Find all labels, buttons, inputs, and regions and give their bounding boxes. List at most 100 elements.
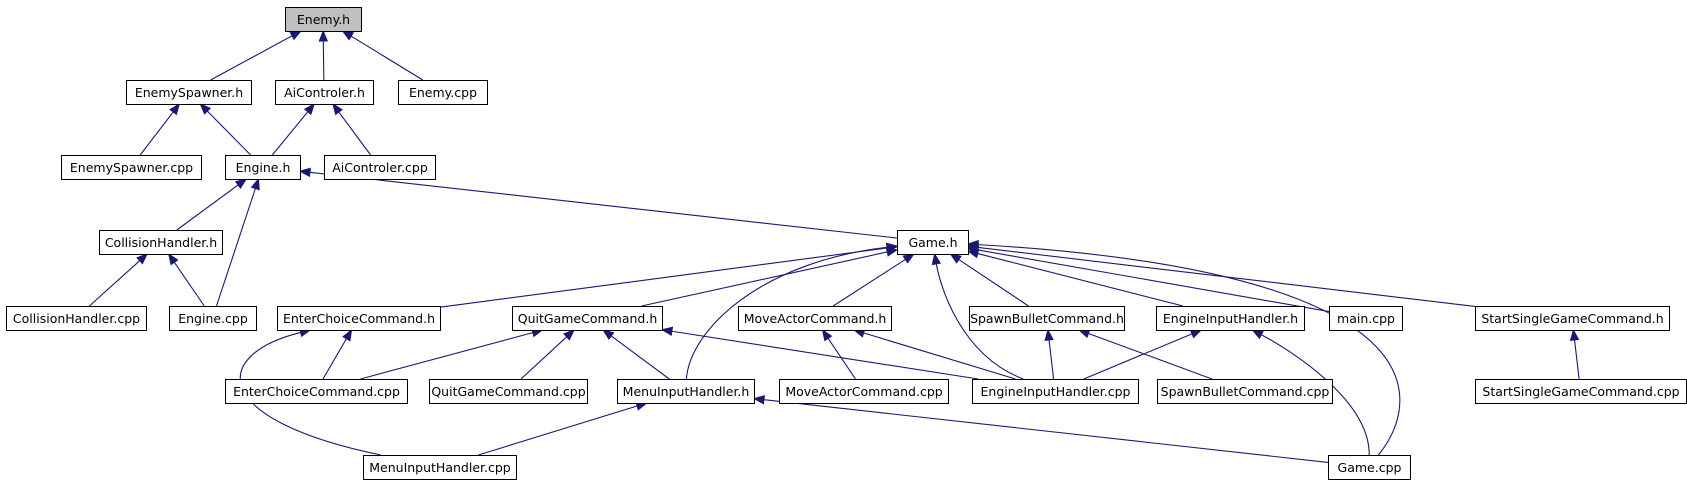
node-quitgamecommand-cpp[interactable]: QuitGameCommand.cpp <box>429 379 588 404</box>
edge-line <box>977 249 1330 313</box>
node-label: StartSingleGameCommand.cpp <box>1482 384 1679 399</box>
edge-arrowhead <box>341 30 355 41</box>
node-box <box>398 80 488 105</box>
edge-arrowhead <box>250 177 260 191</box>
node-label: CollisionHandler.cpp <box>13 311 140 326</box>
edge-arrowhead <box>303 102 316 116</box>
node-startsinglegamecommand-h[interactable]: StartSingleGameCommand.h <box>1475 306 1670 331</box>
edge-menuinputhandler-cpp-to-menuinputhandler-h <box>478 401 648 456</box>
node-label: SpawnBulletCommand.h <box>970 311 1124 326</box>
node-enterchoicecommand-h[interactable]: EnterChoiceCommand.h <box>277 306 441 331</box>
edge-line <box>520 336 568 380</box>
edge-arrowhead <box>167 252 179 266</box>
edge-spawnbulletcommand-cpp-to-spawnbulletcommand-h <box>1077 329 1213 380</box>
node-engine-cpp[interactable]: Engine.cpp <box>169 306 257 331</box>
node-box <box>1475 306 1670 331</box>
node-label: EngineInputHandler.h <box>1163 311 1298 326</box>
node-box <box>99 230 223 255</box>
node-box <box>6 306 147 331</box>
edge-engineinputhandler-cpp-to-moveactorcommand-h <box>852 328 1016 380</box>
node-engineinputhandler-cpp[interactable]: EngineInputHandler.cpp <box>972 379 1139 404</box>
node-moveactorcommand-cpp[interactable]: MoveActorCommand.cpp <box>779 379 949 404</box>
node-enemy-h[interactable]: Enemy.h <box>285 7 362 32</box>
edge-game-cpp-to-game-h <box>966 239 1401 456</box>
edge-quitgamecommand-h-to-game-h <box>641 247 899 307</box>
edge-arrowhead <box>1251 329 1264 340</box>
node-game-cpp[interactable]: Game.cpp <box>1328 455 1411 480</box>
node-engineinputhandler-h[interactable]: EngineInputHandler.h <box>1156 306 1305 331</box>
edge-line <box>977 253 1184 307</box>
node-menuinputhandler-cpp[interactable]: MenuInputHandler.cpp <box>363 455 517 480</box>
edge-arrowhead <box>821 328 833 342</box>
edge-line <box>88 260 141 307</box>
node-menuinputhandler-h[interactable]: MenuInputHandler.h <box>617 379 755 404</box>
edge-collisionhandler-h-to-engine-h <box>176 178 248 231</box>
edge-engineinputhandler-h-to-game-h <box>966 249 1184 307</box>
node-box <box>285 7 362 32</box>
node-startsinglegamecommand-cpp[interactable]: StartSingleGameCommand.cpp <box>1475 379 1687 404</box>
edge-arrowhead <box>1569 328 1580 341</box>
node-label: EngineInputHandler.cpp <box>981 384 1131 399</box>
edge-line <box>832 258 906 307</box>
edge-arrowhead <box>318 29 329 42</box>
node-label: Enemy.cpp <box>409 85 477 100</box>
node-label: EnterChoiceCommand.cpp <box>233 384 400 399</box>
edge-line <box>863 332 1016 380</box>
node-enemy-cpp[interactable]: Enemy.cpp <box>398 80 488 105</box>
edge-line <box>977 244 1401 456</box>
edge-spawnbulletcommand-h-to-game-h <box>949 253 1029 307</box>
edge-line <box>958 259 1029 307</box>
edge-arrowhead <box>902 253 916 264</box>
edge-line <box>1083 333 1193 380</box>
node-game-h[interactable]: Game.h <box>897 230 969 255</box>
node-spawnbulletcommand-cpp[interactable]: SpawnBulletCommand.cpp <box>1157 379 1333 404</box>
edge-arrowhead <box>949 253 962 264</box>
node-label: EnemySpawner.h <box>135 85 243 100</box>
edge-line <box>206 110 252 156</box>
node-label: MenuInputHandler.cpp <box>369 460 511 475</box>
edge-engine-h-to-enemyspawner-h <box>199 103 252 156</box>
node-spawnbulletcommand-h[interactable]: SpawnBulletCommand.h <box>969 306 1125 331</box>
edge-line <box>827 337 856 380</box>
node-enterchoicecommand-cpp[interactable]: EnterChoiceCommand.cpp <box>225 379 408 404</box>
node-box <box>277 306 441 331</box>
edge-enemyspawner-h-to-enemy-h <box>210 30 303 81</box>
node-box <box>1475 379 1687 404</box>
node-box <box>429 379 588 404</box>
node-box <box>225 155 301 180</box>
edge-aicontroler-h-to-enemy-h <box>318 29 329 81</box>
edge-line <box>309 171 898 239</box>
node-aicontroler-cpp[interactable]: AiControler.cpp <box>324 155 436 180</box>
node-box <box>779 379 949 404</box>
node-box <box>1156 306 1305 331</box>
edge-line <box>478 405 638 456</box>
edge-startsinglegamecommand-cpp-to-startsinglegamecommand-h <box>1569 328 1580 380</box>
node-moveactorcommand-h[interactable]: MoveActorCommand.h <box>738 306 892 331</box>
edge-menuinputhandler-h-to-quitgamecommand-h <box>602 329 670 380</box>
node-label: EnemySpawner.cpp <box>70 160 193 175</box>
node-label: QuitGameCommand.cpp <box>431 384 585 399</box>
edge-arrowhead <box>966 242 979 253</box>
edge-line <box>685 246 888 380</box>
edge-line <box>1574 339 1580 380</box>
node-quitgamecommand-h[interactable]: QuitGameCommand.h <box>512 306 663 331</box>
edge-quitgamecommand-cpp-to-quitgamecommand-h <box>520 329 576 380</box>
node-box <box>225 379 408 404</box>
edge-engineinputhandler-cpp-to-quitgamecommand-h <box>660 326 979 380</box>
node-engine-h[interactable]: Engine.h <box>225 155 301 180</box>
node-aicontroler-h[interactable]: AiControler.h <box>275 80 374 105</box>
node-collisionhandler-cpp[interactable]: CollisionHandler.cpp <box>6 306 147 331</box>
edge-collisionhandler-cpp-to-collisionhandler-h <box>88 253 149 307</box>
node-enemyspawner-cpp[interactable]: EnemySpawner.cpp <box>61 155 202 180</box>
node-enemyspawner-h[interactable]: EnemySpawner.h <box>126 80 252 105</box>
edge-line <box>360 332 533 380</box>
edge-engine-h-to-aicontroler-h <box>271 102 316 156</box>
node-box <box>897 230 969 255</box>
node-label: SpawnBulletCommand.cpp <box>1161 384 1330 399</box>
node-collisionhandler-h[interactable]: CollisionHandler.h <box>99 230 223 255</box>
node-main-cpp[interactable]: main.cpp <box>1329 306 1403 331</box>
edge-enterchoicecommand-cpp-to-enterchoicecommand-h <box>322 328 353 380</box>
node-box <box>738 306 892 331</box>
node-box <box>275 80 374 105</box>
